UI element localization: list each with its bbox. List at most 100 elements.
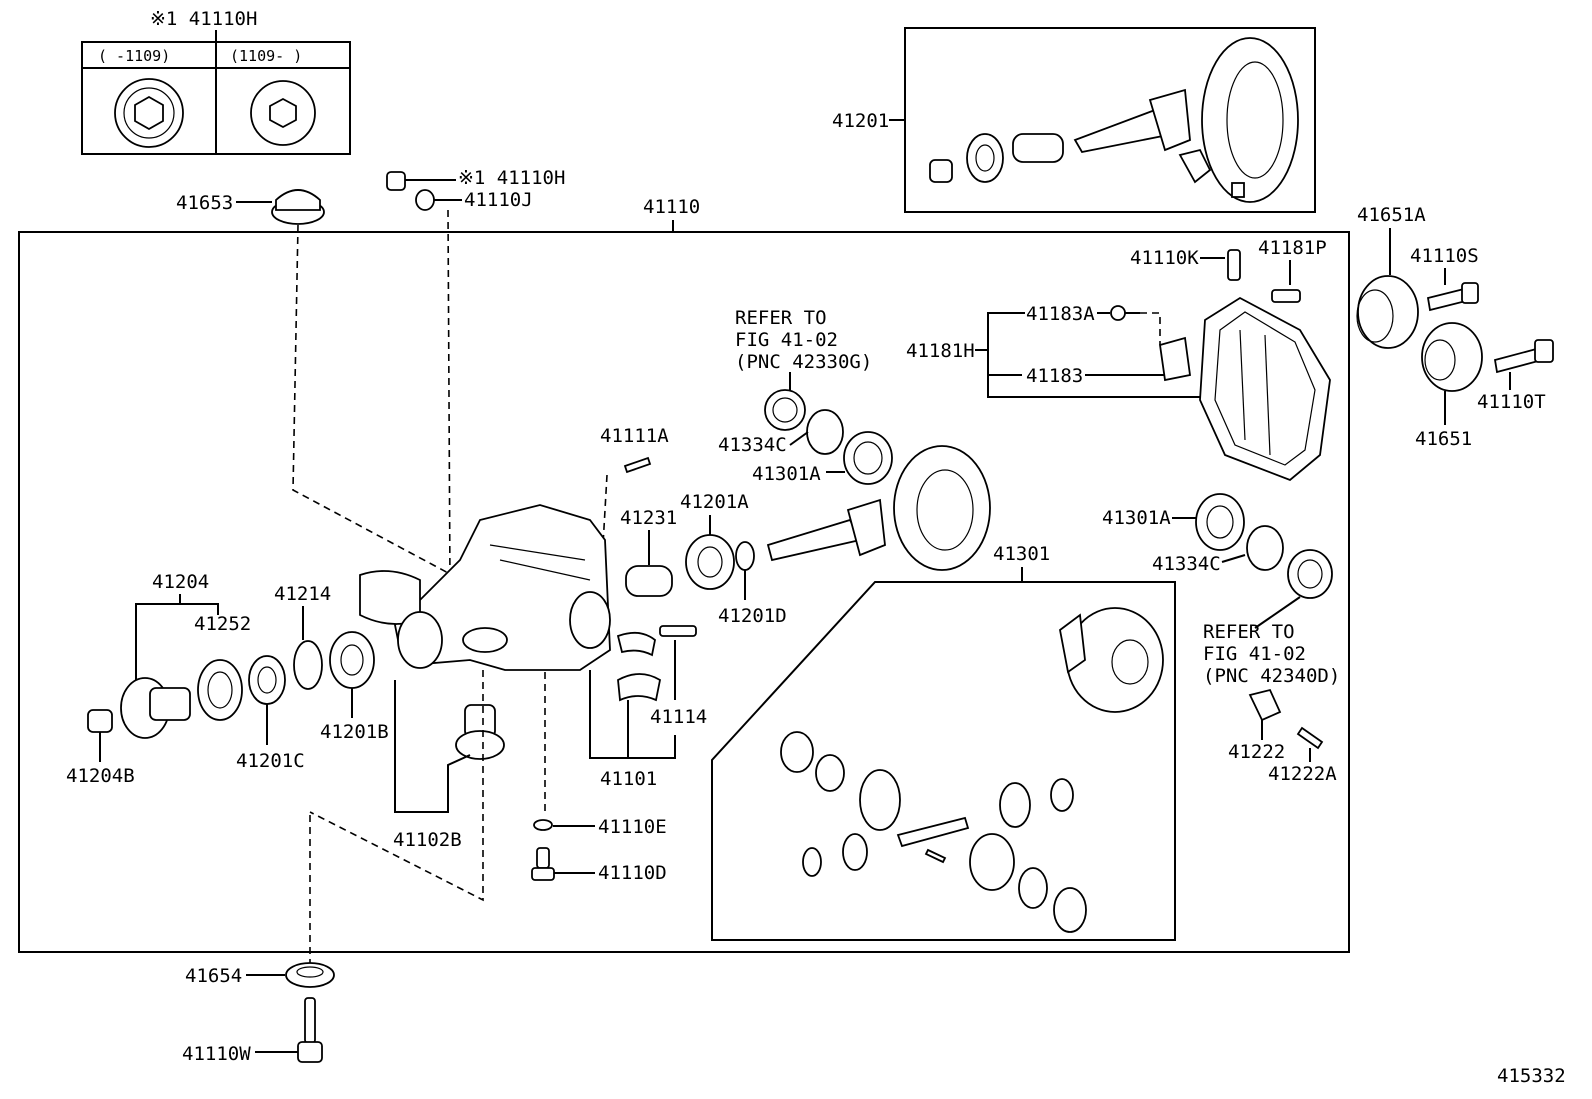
inset-title: ※1 41110H — [150, 8, 257, 30]
label-41111a: 41111A — [600, 425, 669, 447]
label-41301: 41301 — [993, 543, 1050, 565]
nut-41204b-icon — [87, 709, 113, 733]
refer-top-line1: REFER TO — [735, 307, 827, 329]
bearing-cap-icon — [616, 631, 662, 702]
label-41334c-left: 41334C — [718, 434, 787, 456]
label-41301a-right: 41301A — [1102, 507, 1171, 529]
label-41252: 41252 — [194, 613, 251, 635]
drain-plug-new-icon — [250, 80, 316, 146]
label-41214: 41214 — [274, 583, 331, 605]
bushing-41102b-icon — [455, 704, 505, 760]
shim-41334c-right-icon — [1246, 525, 1284, 571]
label-41204: 41204 — [152, 571, 209, 593]
bolt-41114-icon — [659, 625, 697, 637]
figure-number: 415332 — [1497, 1065, 1566, 1087]
label-41204b: 41204B — [66, 765, 135, 787]
kit-spacer-icon — [1012, 133, 1064, 163]
kit-nut-icon — [929, 159, 953, 183]
diff-case-frame — [711, 581, 1176, 941]
seal-top-icon — [764, 389, 806, 431]
label-41183: 41183 — [1026, 365, 1083, 387]
refer-top-line2: FIG 41-02 — [735, 329, 838, 351]
label-41222a: 41222A — [1268, 763, 1337, 785]
label-41102b: 41102B — [393, 829, 462, 851]
label-41651a: 41651A — [1357, 204, 1426, 226]
bracket-41222-icon — [1248, 688, 1282, 722]
label-41334c-right: 41334C — [1152, 553, 1221, 575]
bolt-41183a-icon — [1110, 305, 1140, 321]
kit-ring-gear-icon — [1201, 37, 1299, 203]
label-41181h: 41181H — [906, 340, 975, 362]
bearing-41301a-right-icon — [1195, 493, 1245, 551]
inset-col-left: ( -1109) — [98, 47, 170, 65]
label-41654: 41654 — [185, 965, 242, 987]
label-41110: 41110 — [643, 196, 700, 218]
bolt-41110w-icon — [297, 997, 323, 1063]
inset-41201-kit: 41201 — [832, 27, 1316, 213]
bolt-41110s-icon — [1426, 282, 1479, 312]
label-41222: 41222 — [1228, 741, 1285, 763]
bushing-41654-icon — [285, 962, 335, 988]
label-41110k: 41110K — [1130, 247, 1199, 269]
label-41183a: 41183A — [1026, 303, 1095, 325]
carrier-housing-icon — [359, 504, 611, 671]
ring-gear-icon — [893, 445, 991, 571]
label-41110t: 41110T — [1477, 391, 1546, 413]
label-41110h: ※1 41110H — [458, 167, 565, 189]
inset-41110h: ※1 41110H ( -1109) (1109- ) — [81, 8, 351, 155]
rear-cover-icon — [1199, 296, 1331, 482]
label-41110e: 41110E — [598, 816, 667, 838]
bearing-41301a-left-icon — [843, 431, 893, 485]
label-41201a: 41201A — [680, 491, 749, 513]
label-41110w: 41110W — [182, 1043, 251, 1065]
refer-bottom-line2: FIG 41-02 — [1203, 643, 1306, 665]
bolt-41181p-icon — [1271, 289, 1301, 303]
label-41651: 41651 — [1415, 428, 1472, 450]
label-41653: 41653 — [176, 192, 233, 214]
flange-41204-icon — [120, 677, 191, 739]
label-41201b: 41201B — [320, 721, 389, 743]
label-41201d: 41201D — [718, 605, 787, 627]
bushing-41651-icon — [1421, 322, 1483, 392]
vent-cap-41653-icon — [271, 189, 325, 225]
seal-bottom-icon — [1287, 549, 1333, 599]
label-41110j: 41110J — [464, 189, 533, 211]
kit-bearing-icon — [966, 133, 1004, 183]
gasket-41110j-icon — [415, 189, 435, 211]
assembly-frame-41110 — [18, 231, 1350, 953]
washer-41214-icon — [293, 640, 323, 690]
refer-bottom-line3: (PNC 42340D) — [1203, 665, 1340, 687]
bolt-41110t-icon — [1493, 339, 1554, 374]
drain-plug-old-icon — [114, 78, 184, 148]
kit-bracket-icon — [1178, 148, 1245, 198]
label-41201c: 41201C — [236, 750, 305, 772]
seal-41201c-icon — [248, 655, 286, 705]
shim-41334c-left-icon — [806, 409, 844, 455]
label-41101: 41101 — [600, 768, 657, 790]
bracket-41183-icon — [1158, 336, 1192, 382]
bushing-41651a-icon — [1356, 275, 1419, 349]
label-41231: 41231 — [620, 507, 677, 529]
refer-note-bottom: REFER TO FIG 41-02 (PNC 42340D) — [1203, 621, 1340, 687]
plug-41110h-icon — [386, 171, 406, 191]
diff-internals-icon — [780, 731, 1087, 933]
plug-41110d-icon — [531, 847, 555, 881]
washer-41201d-icon — [735, 541, 755, 571]
kit-pinion-icon — [1073, 88, 1191, 154]
label-41114: 41114 — [650, 706, 707, 728]
pin-41111a-icon — [623, 456, 652, 474]
bearing-41201b-icon — [329, 631, 375, 689]
pinion-gear-icon — [766, 498, 886, 562]
label-41181p: 41181P — [1258, 237, 1327, 259]
refer-bottom-line1: REFER TO — [1203, 621, 1295, 643]
label-41301a-left: 41301A — [752, 463, 821, 485]
spacer-41231-icon — [625, 565, 673, 597]
bolt-41222a-icon — [1296, 726, 1324, 750]
refer-note-top: REFER TO FIG 41-02 (PNC 42330G) — [735, 307, 872, 393]
breather-41110k-icon — [1227, 249, 1241, 281]
bearing-41201a-icon — [685, 534, 735, 590]
refer-top-line3: (PNC 42330G) — [735, 351, 872, 373]
label-41110d: 41110D — [598, 862, 667, 884]
label-41201: 41201 — [832, 110, 889, 132]
